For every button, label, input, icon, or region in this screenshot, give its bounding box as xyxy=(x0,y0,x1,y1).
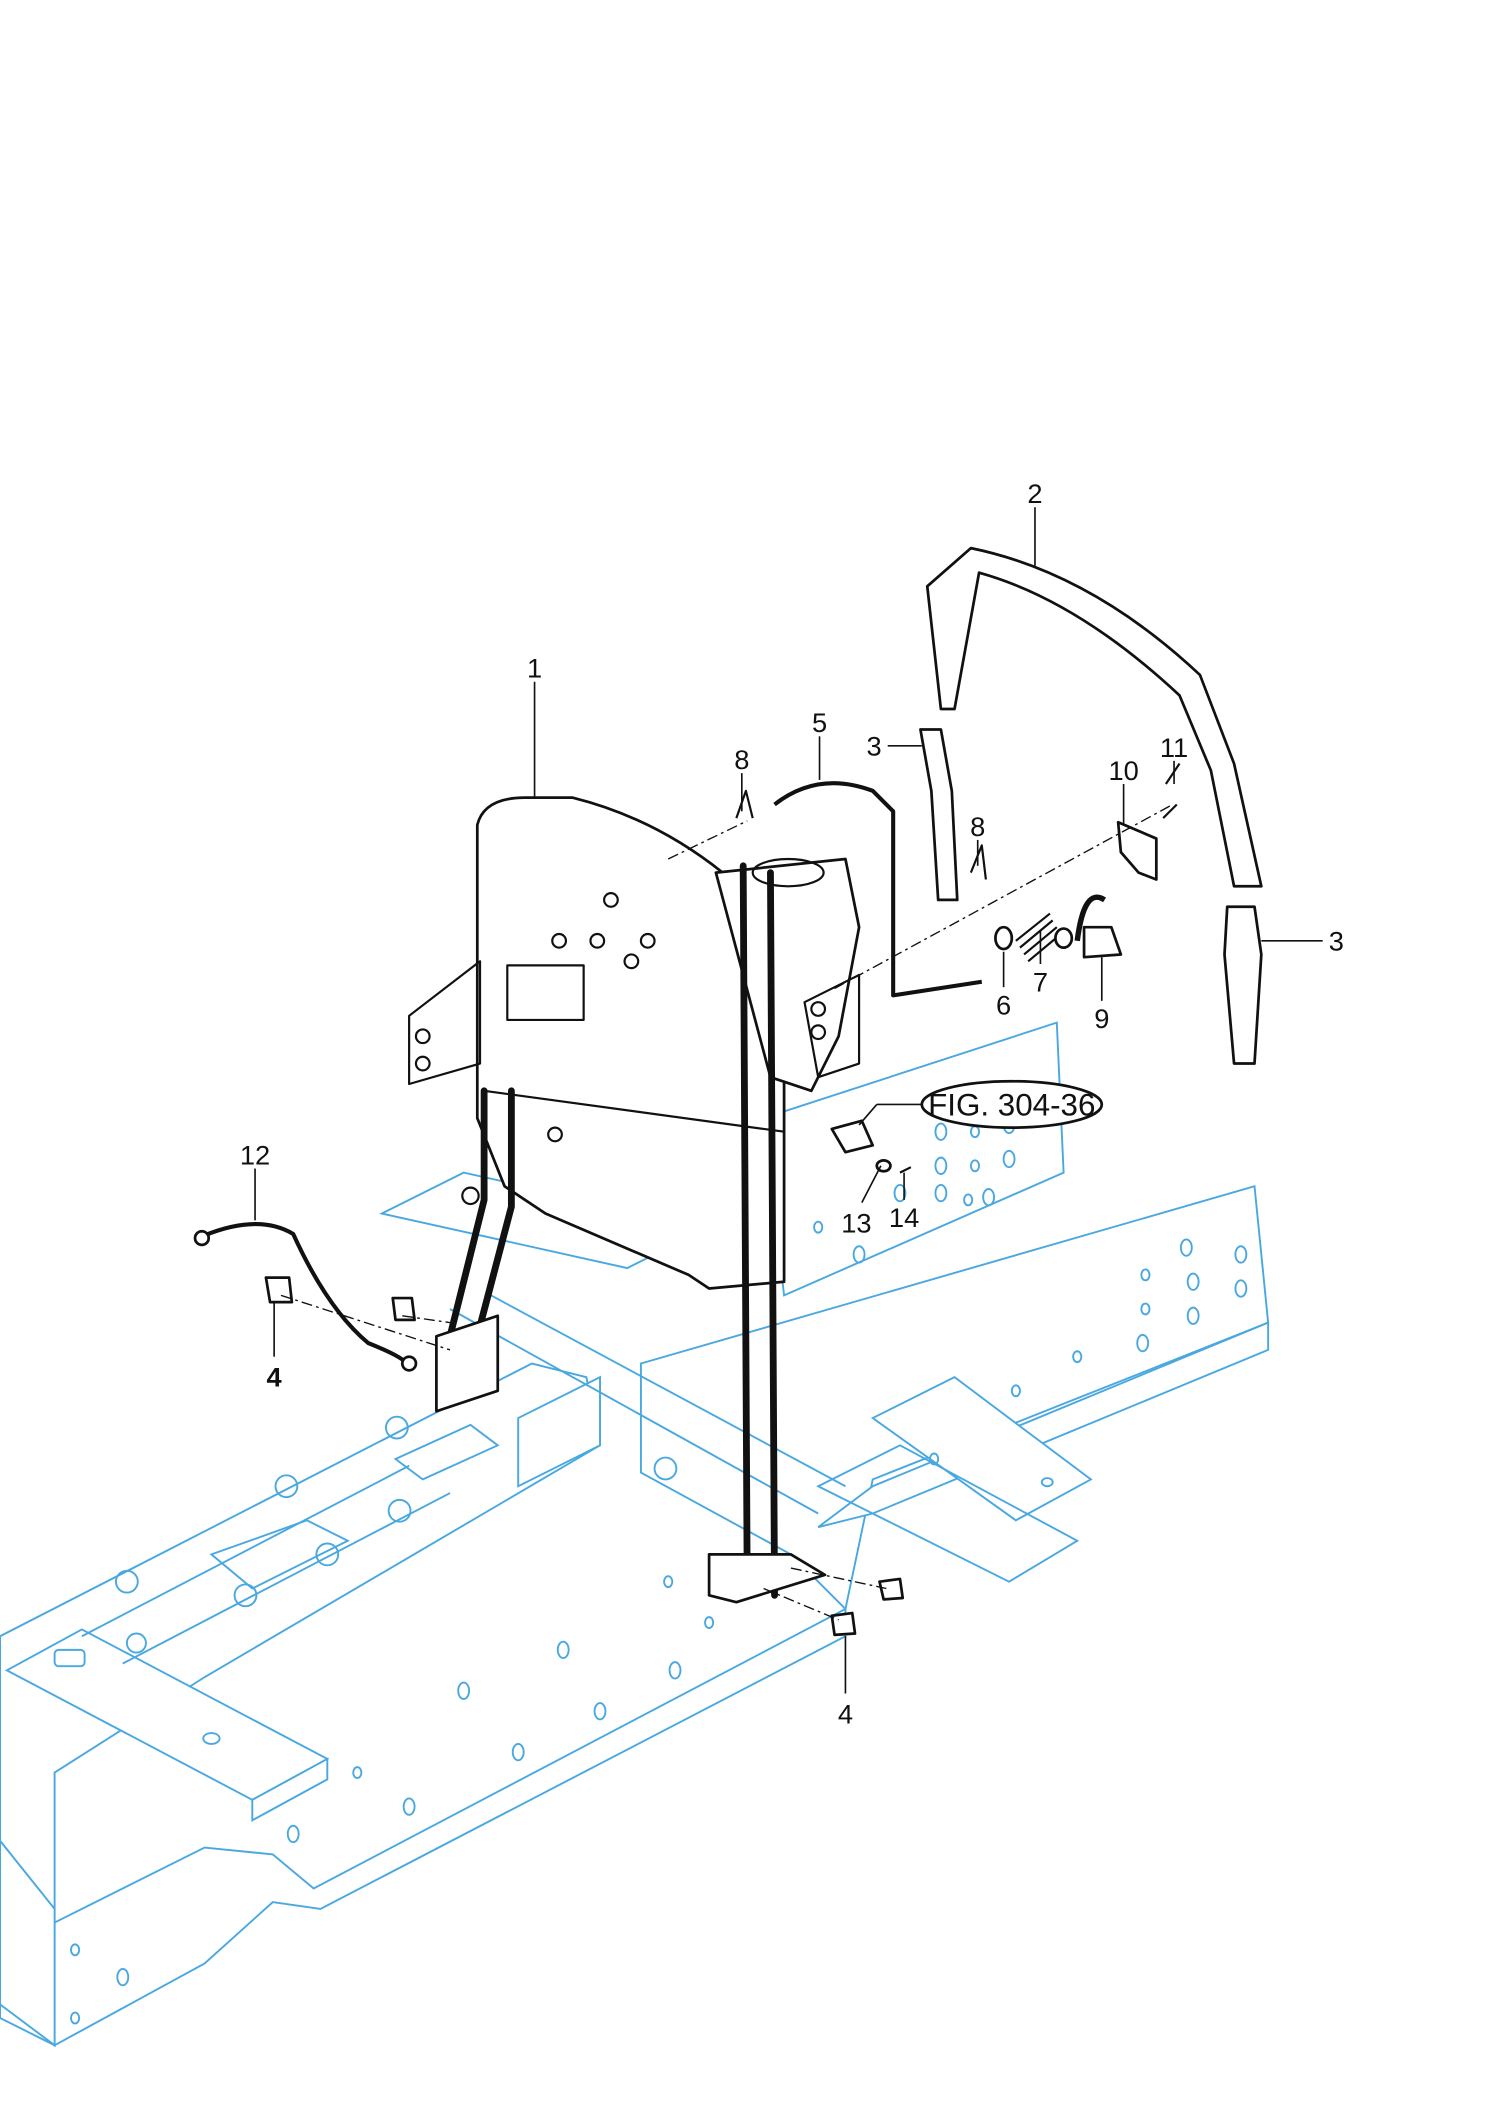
figure-reference-label[interactable]: FIG. 304-36 xyxy=(928,1087,1095,1122)
callout-8: 8 xyxy=(970,811,985,842)
callout-6: 6 xyxy=(996,989,1011,1020)
small-parts xyxy=(193,762,1181,1637)
callout-9: 9 xyxy=(1094,1003,1109,1034)
callout-4: 4 xyxy=(267,1362,283,1393)
chassis-frame xyxy=(0,1021,1270,2048)
callout-4: 4 xyxy=(838,1698,853,1729)
callout-10: 10 xyxy=(1108,755,1138,786)
callout-5: 5 xyxy=(812,707,827,738)
part-3-channels xyxy=(919,728,1263,1065)
callout-13: 13 xyxy=(841,1208,871,1239)
part-1-support-frame xyxy=(408,796,861,1604)
callout-2: 2 xyxy=(1027,478,1042,509)
callout-14: 14 xyxy=(889,1202,919,1233)
part-2-arch xyxy=(925,546,1263,888)
callouts: 1 2 3 3 4 4 5 6 7 8 8 9 10 11 12 13 14 F… xyxy=(240,478,1344,1729)
callout-11: 11 xyxy=(1160,732,1188,763)
callout-12: 12 xyxy=(240,1139,270,1170)
callout-8: 8 xyxy=(734,744,749,775)
callout-3: 3 xyxy=(866,730,881,761)
assembly-lines xyxy=(280,803,1174,1621)
figure-reference[interactable]: FIG. 304-36 xyxy=(920,1079,1104,1129)
callout-1: 1 xyxy=(527,653,542,684)
callout-7: 7 xyxy=(1033,966,1048,997)
part-5-rod xyxy=(773,781,983,998)
callout-3: 3 xyxy=(1329,925,1344,956)
